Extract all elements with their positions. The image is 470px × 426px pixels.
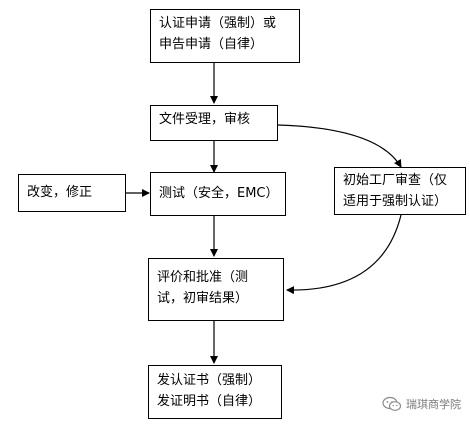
watermark-text: 瑞琪商学院 [406,398,461,411]
box-initial-factory-inspection: 初始工厂审查（仅 适用于强制认证） [334,167,466,215]
box-certification-application: 认证申请（强制）或 申告申请（自律） [150,9,300,63]
box-text-line: 发认证书（强制） [157,373,262,388]
arrow-accept-to-factory [277,124,402,168]
box-issue-certificate: 发认证书（强制） 发证明书（自律） [148,365,282,419]
box-text-line: 初始工厂审查（仅 [343,173,448,188]
box-text-line: 试，初审结果） [157,291,249,306]
box-text-line: 文件受理，审核 [159,112,251,127]
box-text-line: 改变，修正 [27,185,93,200]
box-text-line: 适用于强制认证） [343,194,448,209]
box-testing: 测试（安全，EMC） [150,172,286,216]
box-text-line: 发证明书（自律） [157,394,262,409]
box-text-line: 测试（安全，EMC） [159,186,279,201]
box-document-acceptance: 文件受理，审核 [150,105,278,141]
arrow-factory-to-evaluate [286,214,402,295]
box-text-line: 认证申请（强制）或 [159,16,277,31]
box-text-line: 评价和批准（测 [157,270,249,285]
box-change-correction: 改变，修正 [18,174,126,212]
box-evaluation-approval: 评价和批准（测 试，初审结果） [148,258,284,321]
box-text-line: 申告申请（自律） [159,37,264,52]
watermark: 瑞琪商学院 [382,392,468,416]
wechat-icon [382,396,402,412]
